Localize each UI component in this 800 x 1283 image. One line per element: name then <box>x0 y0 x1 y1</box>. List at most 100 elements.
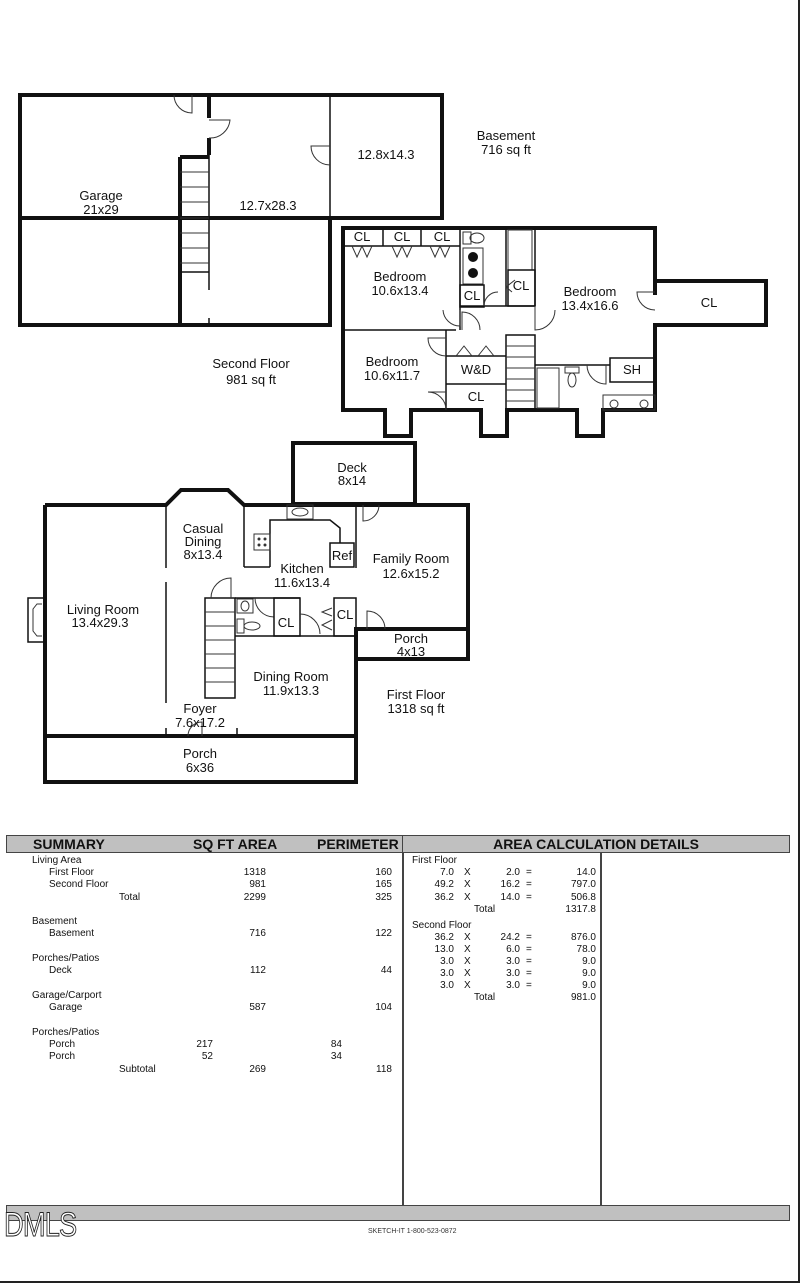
area-heading: SQ FT AREA <box>193 836 278 852</box>
door-icon <box>187 721 203 737</box>
detail-total: 981.0 <box>570 992 596 1003</box>
detail-a: 7.0 <box>440 867 454 878</box>
row-label: Subtotal <box>119 1064 156 1075</box>
room-dims: 10.6x11.7 <box>364 368 420 383</box>
toilet-icon <box>236 618 245 634</box>
closet-label: CL <box>337 607 354 622</box>
detail-x: X <box>464 980 471 991</box>
floor-area: 716 sq ft <box>481 142 531 157</box>
detail-a: 3.0 <box>440 956 454 967</box>
shower-label: SH <box>623 362 641 377</box>
detail-a: 36.2 <box>434 892 454 903</box>
door-icon <box>366 610 386 630</box>
row-perimeter: 44 <box>380 965 392 976</box>
room-label: Garage <box>79 188 122 203</box>
detail-eq: = <box>526 944 532 955</box>
detail-eq: = <box>526 932 532 943</box>
door-icon <box>483 291 499 307</box>
detail-b: 3.0 <box>506 968 520 979</box>
sketch-credit: SKETCH-IT 1-800-523-0872 <box>368 1228 457 1235</box>
dmls-logo: DMLS <box>4 1206 78 1245</box>
row-perimeter: 165 <box>375 879 392 890</box>
sink-icon <box>236 598 254 614</box>
row-sub-area: 52 <box>201 1051 213 1062</box>
room-label: Bedroom <box>564 284 617 299</box>
row-label: Second Floor <box>49 879 109 890</box>
door-icon <box>427 337 447 357</box>
group-title: Garage/Carport <box>32 990 102 1001</box>
door-icon <box>461 311 481 331</box>
details-header: AREA CALCULATION DETAILS <box>402 835 790 853</box>
room-label: Porch <box>183 746 217 761</box>
row-area: 716 <box>249 928 266 939</box>
detail-a: 49.2 <box>434 879 454 890</box>
room-dims: 4x13 <box>397 644 425 659</box>
room-dims: 11.9x13.3 <box>263 683 319 698</box>
door-icon <box>299 613 321 635</box>
row-perimeter: 160 <box>375 867 392 878</box>
second-floor-plan: CL CL CL CL CL W&D CL <box>212 226 768 438</box>
floor-label: First Floor <box>387 687 446 702</box>
detail-a: 36.2 <box>434 932 454 943</box>
summary-footer-bar <box>6 1205 790 1221</box>
room-label: Family Room <box>373 551 450 566</box>
row-perimeter: 118 <box>376 1064 392 1075</box>
room-dims: 6x36 <box>186 760 214 775</box>
detail-title: Second Floor <box>412 920 472 931</box>
basement-plan: Garage 21x29 12.7x28.3 12.8x14.3 Basemen… <box>18 93 536 327</box>
closet-label: CL <box>464 288 481 303</box>
room-label: Kitchen <box>280 561 323 576</box>
floor-label: Basement <box>477 128 536 143</box>
detail-result: 14.0 <box>576 867 596 878</box>
row-label: Deck <box>49 965 72 976</box>
room-dims: 13.4x16.6 <box>561 298 618 313</box>
detail-result: 9.0 <box>582 968 596 979</box>
detail-b: 3.0 <box>506 956 520 967</box>
door-icon <box>173 94 193 114</box>
detail-eq: = <box>526 879 532 890</box>
closet-label: CL <box>394 229 411 244</box>
detail-title: First Floor <box>412 855 457 866</box>
detail-result: 876.0 <box>570 932 596 943</box>
row-perimeter: 104 <box>375 1002 392 1013</box>
detail-x: X <box>464 968 471 979</box>
detail-result: 9.0 <box>582 980 596 991</box>
sink-icon <box>286 504 314 520</box>
stairs-icon <box>204 597 236 699</box>
row-label: First Floor <box>49 867 94 878</box>
room-label: Living Room <box>67 602 139 617</box>
door-icon <box>534 306 556 331</box>
refrigerator-label: Ref <box>332 548 353 563</box>
room-dims: 8x13.4 <box>183 547 222 562</box>
door-icon <box>208 119 231 139</box>
page-border-right <box>798 0 800 1283</box>
row-sub-perimeter: 84 <box>330 1039 342 1050</box>
detail-x: X <box>464 944 471 955</box>
detail-eq: = <box>526 892 532 903</box>
room-dims: 7.6x17.2 <box>175 715 225 730</box>
row-label: Total <box>119 892 141 903</box>
detail-b: 6.0 <box>506 944 520 955</box>
detail-b: 24.2 <box>500 932 520 943</box>
floor-area: 981 sq ft <box>226 372 276 387</box>
detail-x: X <box>464 879 471 890</box>
room-label: Porch <box>394 631 428 646</box>
detail-a: 13.0 <box>434 944 454 955</box>
row-label: Garage <box>49 1002 83 1013</box>
row-label: Porch <box>49 1039 76 1050</box>
laundry-label: W&D <box>461 362 491 377</box>
room-label: Dining Room <box>253 669 328 684</box>
door-icon <box>310 145 331 166</box>
room-label: Foyer <box>183 701 217 716</box>
row-area: 1318 <box>243 867 266 878</box>
detail-eq: = <box>526 980 532 991</box>
detail-result: 506.8 <box>570 892 596 903</box>
door-icon <box>427 391 447 411</box>
detail-x: X <box>464 956 471 967</box>
bathtub-icon <box>536 367 560 409</box>
door-icon <box>586 364 607 385</box>
stairs-icon <box>180 171 209 273</box>
detail-x: X <box>464 892 471 903</box>
closet-label: CL <box>434 229 451 244</box>
closet-label: CL <box>278 615 295 630</box>
